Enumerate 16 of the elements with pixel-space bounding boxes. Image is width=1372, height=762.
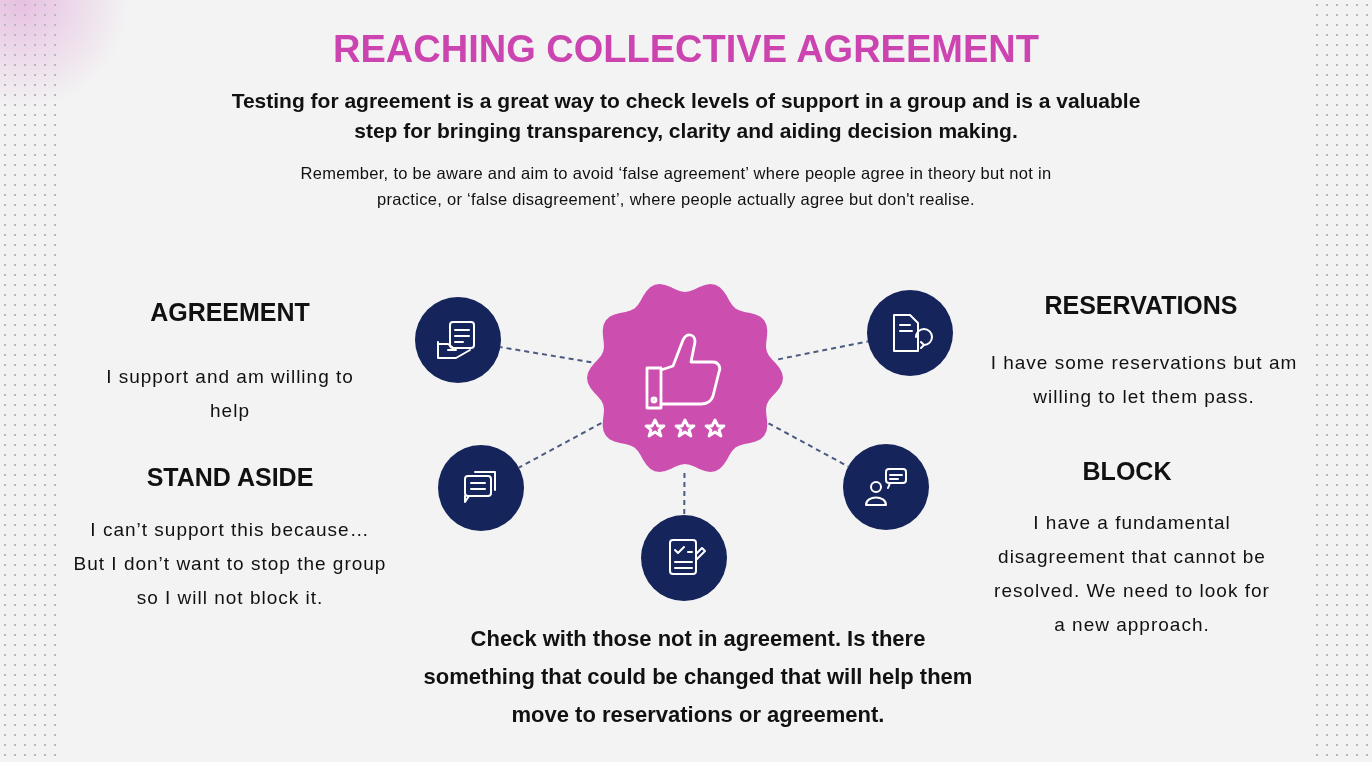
description-text: I have some reservations but am willing to let them pass. bbox=[989, 351, 1299, 409]
heading: AGREEMENT bbox=[150, 298, 310, 327]
title: REACHING COLLECTIVE AGREEMENT bbox=[332, 28, 1040, 71]
description-text: I can’t support this because… But I don’t want to stop the group so I will not block it. bbox=[72, 518, 388, 610]
heading: STAND ASIDE bbox=[146, 463, 314, 492]
subtitle: Testing for agreement is a great way to check levels of support in a group and is a valuable step for bringing transparency, clarity and aiding decision making. bbox=[230, 88, 1142, 144]
connector-line bbox=[683, 472, 686, 516]
description-text: I support and am willing to help bbox=[105, 365, 355, 423]
note-text: Remember, to be aware and aim to avoid ‘false agreement’ where people agree in theory but not in practice, or ‘false disagreement’, where people actually agree but don't realise. bbox=[299, 163, 1053, 210]
connector-line bbox=[499, 346, 593, 364]
description-text: I have a fundamental disagreement that cannot be resolved. We need to look for a new approach. bbox=[993, 511, 1271, 637]
connector-line bbox=[777, 340, 869, 361]
callout-text: Check with those not in agreement. Is there something that could be changed that will help them move to reservations or agreement. bbox=[422, 625, 974, 729]
connector-line bbox=[517, 422, 603, 469]
heading: RESERVATIONS bbox=[1044, 291, 1238, 320]
heading: BLOCK bbox=[1082, 457, 1172, 486]
